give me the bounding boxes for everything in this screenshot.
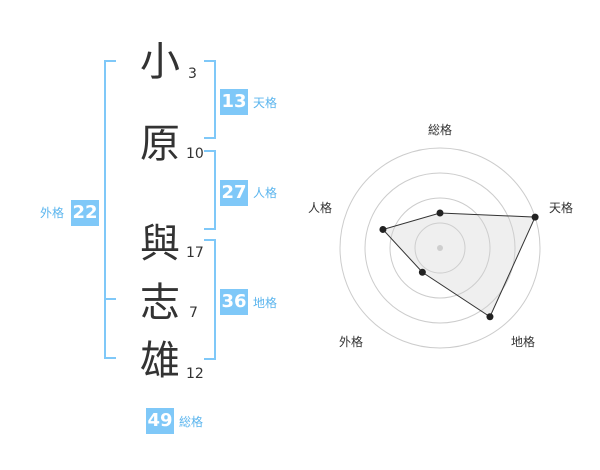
outer-bracket	[104, 60, 116, 359]
radar-value-polygon	[382, 212, 536, 318]
tenkaku-bracket	[204, 60, 216, 139]
stroke-count-5: 12	[186, 366, 204, 382]
name-char-1: 小	[140, 39, 180, 85]
tenkaku-label: 天格	[253, 96, 278, 110]
radar-point-3	[486, 313, 494, 321]
stroke-count-3: 17	[186, 245, 204, 261]
jinkaku-bracket	[204, 150, 216, 230]
jinkaku-label: 人格	[253, 186, 278, 200]
radar-point-5	[379, 225, 387, 233]
radar-axis-label-soukaku: 総格	[428, 123, 453, 137]
radar-axis-label-tenkaku: 天格	[549, 201, 574, 215]
outer-bracket-mid-tick	[104, 298, 116, 300]
stroke-count-1: 3	[188, 66, 197, 82]
radar-grid-ring	[339, 147, 541, 349]
chikaku-bracket	[204, 239, 216, 360]
radar-grid-ring	[389, 197, 491, 299]
radar-axis-label-jinkaku: 人格	[308, 201, 333, 215]
name-char-3: 與	[140, 221, 180, 267]
jinkaku-badge: 27	[220, 180, 248, 206]
radar-center-dot	[437, 245, 443, 251]
gaikaku-badge: 22	[71, 200, 99, 226]
radar-point-4	[418, 268, 426, 276]
radar-grid-ring	[414, 222, 466, 274]
radar-point-2	[531, 213, 539, 221]
gaikaku-label: 外格	[40, 206, 65, 220]
chikaku-label: 地格	[253, 296, 278, 310]
name-char-4: 志	[140, 280, 180, 326]
radar-axis-label-gaikaku: 外格	[339, 335, 364, 349]
soukaku-label: 総格	[179, 415, 204, 429]
radar-point-1	[436, 209, 444, 217]
stroke-count-2: 10	[186, 146, 204, 162]
name-char-5: 雄	[140, 338, 180, 384]
name-char-2: 原	[140, 121, 180, 167]
chikaku-badge: 36	[220, 289, 248, 315]
radar-axis-label-chikaku: 地格	[511, 335, 536, 349]
soukaku-badge: 49	[146, 408, 174, 434]
radar-grid-ring	[364, 172, 516, 324]
stroke-count-4: 7	[189, 305, 198, 321]
tenkaku-badge: 13	[220, 89, 248, 115]
